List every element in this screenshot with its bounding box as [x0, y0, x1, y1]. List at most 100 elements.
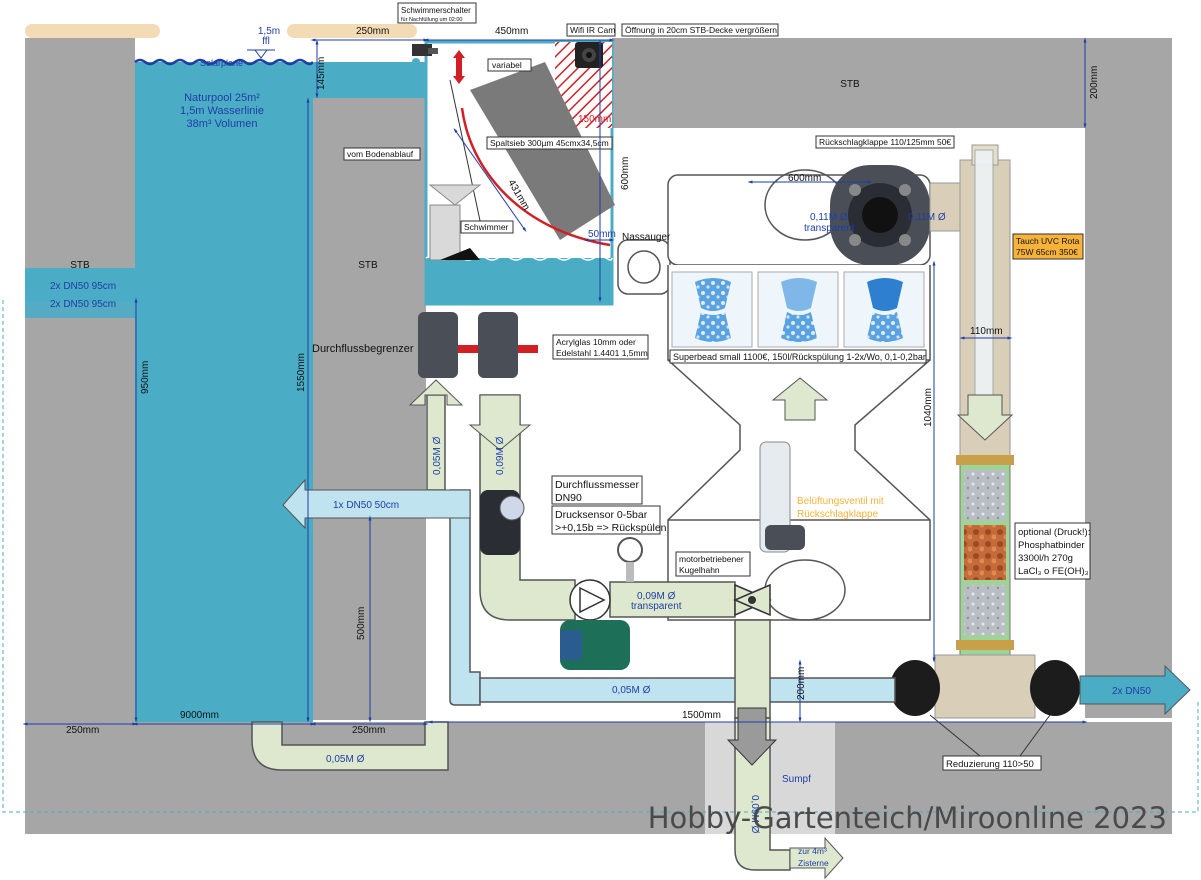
arrow-dn50-right [1079, 664, 1191, 716]
durchflussmesser-label-2: DN90 [555, 492, 582, 504]
pool-surface-wave [134, 58, 314, 66]
water-level-sub: ffl [262, 36, 270, 47]
schwimmerschalter-box [397, 2, 477, 24]
kugelhahn-box [675, 551, 751, 577]
dim-1040: 1040mm [923, 388, 934, 427]
natural-pool: Solarplane Naturpool 25m² 1,5m Wasserlin… [134, 26, 314, 722]
dimension-labels: 250mm 450mm 600mm 110mm 50mm 250mm 9000m… [66, 26, 1100, 736]
opening-note-label: Öffnung in 20cm STB-Decke vergrößern [625, 25, 777, 35]
aeration-valve-icon [759, 441, 805, 553]
height-arrow [453, 50, 465, 84]
dim-450: 450mm [495, 26, 528, 37]
pressure-gauge-icon [617, 537, 643, 582]
chamber-top-water [313, 62, 445, 98]
sand-cap-mid [287, 24, 417, 38]
dim-200-right: 200mm [1089, 66, 1100, 99]
pipe-011-a-sub: transparent [804, 223, 855, 234]
pipe-009-trans-sub: transparent [631, 601, 682, 612]
dim-950: 950mm [140, 361, 151, 394]
dim-110: 110mm [970, 326, 1003, 337]
labels: Schwimmerschalter für Nachfüllung um 02:… [50, 2, 1151, 868]
durchflussmesser-label-1: Durchflussmesser [555, 479, 640, 491]
drucksensor-label-1: Drucksensor 0-5bar [555, 509, 648, 521]
arrow-down-mid [468, 394, 532, 451]
nassauger-label: Nassauger [622, 232, 671, 243]
dim-9000: 9000mm [180, 710, 219, 721]
uvc-label-2: 75W 65cm 350€ [1016, 247, 1078, 257]
superbead-label: Superbead small 1100€, 150l/Rückspülung … [673, 352, 926, 362]
schwimmerschalter-sub: für Nachfüllung um 02:00 [401, 17, 462, 23]
durchflussmesser-box [551, 475, 643, 505]
dim-250-mid: 250mm [352, 725, 385, 736]
schwimmer-label: Schwimmer [464, 222, 509, 232]
acryl-label-2: Edelstahl 1.4401 1,5mm [556, 348, 648, 358]
pump-icon [560, 579, 630, 670]
belueftung-label-1: Belüftungsventil mit [797, 496, 884, 507]
variabel-box [487, 58, 532, 72]
drucksensor-box [551, 505, 661, 535]
arrow-zisterne [789, 836, 844, 880]
dim-145: 145mm [316, 57, 327, 90]
dn50-in-label-1: 2x DN50 95cm [50, 281, 116, 292]
durchflussbegrenzer-label: Durchflussbegrenzer [312, 343, 414, 355]
pipe-011-a: 0,11M Ø [810, 212, 848, 223]
arrow-down-uvc [956, 394, 1014, 441]
pipe-down-mid [479, 394, 576, 621]
opening-note-box [621, 23, 779, 37]
spaltsieb-label: Spaltsieb 300µm 45cmx34,5cm [490, 138, 609, 148]
dim-600-v: 600mm [620, 157, 631, 190]
pool-water [135, 62, 313, 722]
pipe-loop-bottom [251, 721, 449, 771]
drucksensor-label-2: >+0,15b => Rückspülen [555, 522, 667, 534]
dim-200-bottom: 200mm [796, 667, 807, 700]
sand-cap-left [25, 24, 160, 38]
pipe-005-bottom: 0,05M Ø [612, 685, 651, 696]
wifi-cam-label: Wifi IR Cam [570, 25, 615, 35]
dn50-out-label: 1x DN50 50cm [333, 500, 399, 511]
zisterne-label-1: zur 4m³ [798, 846, 827, 856]
flow-limiter-valves [418, 312, 538, 378]
pipe-005-up: 0,05M Ø [432, 436, 443, 475]
motor-ball-valve-icon [733, 583, 772, 617]
bodenablauf-label: vom Bodenablauf [347, 149, 414, 159]
dim-500: 500mm [356, 607, 367, 640]
reduzierung-box [942, 755, 1042, 771]
pipe-pool-return-bend [449, 489, 481, 706]
uvc-label-1: Tauch UVC Rota [1016, 236, 1080, 246]
optional-line-3: 3300l/h 270g [1018, 553, 1073, 564]
optional-line-1: optional (Druck!): [1018, 527, 1090, 538]
acryl-box [552, 334, 649, 360]
kugelhahn-label-1: motorbetriebener [679, 554, 744, 564]
dashed-boundary [2, 300, 1199, 813]
pipe-009-trans: 0,09M Ø [637, 591, 676, 602]
acryl-label-1: Acrylglas 10mm oder [556, 337, 636, 347]
flow-meter-icon [480, 490, 525, 555]
dim-250-left: 250mm [66, 725, 99, 736]
optional-line-2: Phosphatbinder [1018, 540, 1085, 551]
water-level-label: 1,5m [258, 26, 280, 37]
belueftung-label-2: Rückschlagklappe [797, 509, 879, 520]
floor-slab [25, 722, 1172, 834]
wifi-cam-box [566, 23, 616, 37]
naturpool-line-1: Naturpool 25m² [184, 92, 260, 104]
dim-150-label: 150mm [578, 114, 611, 125]
dim-250-top: 250mm [356, 26, 389, 37]
stb-mid-label: STB [358, 260, 378, 271]
naturpool-line-3: 38m³ Volumen [187, 118, 258, 130]
dim-600-h: 600mm [788, 173, 821, 184]
pipe-diameter-labels: 0,11M Ø transparent 0,11M Ø 0,09M Ø tran… [326, 212, 946, 834]
dn50-right-label: 2x DN50 [1112, 686, 1151, 697]
pipe-sump-vertical [734, 619, 771, 719]
zisterne-label-2: Zisterne [798, 858, 829, 868]
pipe-011-b: 0,11M Ø [908, 212, 946, 223]
bead-cycle-images [671, 271, 925, 348]
arrow-up-left [408, 379, 464, 406]
ground-left [25, 38, 135, 722]
dim-1500: 1500mm [682, 710, 721, 721]
bodenablauf-box [343, 147, 421, 161]
arrow-dn50-out [282, 478, 471, 530]
spaltsieb-plate [470, 62, 615, 240]
pipe-009-down: 0,09M Ø [495, 436, 506, 475]
